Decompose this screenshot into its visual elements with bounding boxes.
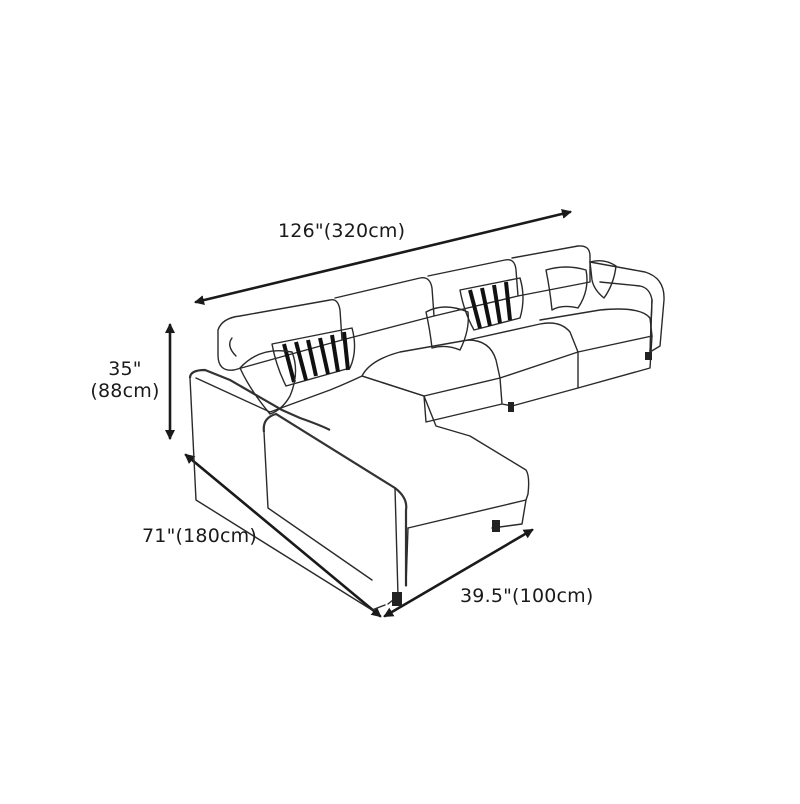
throw-pillow-3 bbox=[545, 266, 588, 311]
throw-pillow-2 bbox=[425, 306, 470, 351]
right-arm bbox=[589, 261, 665, 353]
length-label: 126"(320cm) bbox=[278, 220, 406, 242]
chaise bbox=[188, 368, 530, 611]
chaise-width-label: 39.5"(100cm) bbox=[460, 585, 594, 607]
chaise-length-label: 71"(180cm) bbox=[142, 525, 257, 547]
height-label-inches: 35" bbox=[108, 358, 142, 380]
seat-cushions bbox=[361, 308, 653, 423]
chaise-length-arrow bbox=[184, 453, 382, 618]
height-label: 35" (88cm) bbox=[80, 358, 170, 402]
striped-pillow-left bbox=[271, 327, 356, 387]
chaise-width-arrow bbox=[383, 528, 534, 618]
throw-pillow-1 bbox=[239, 350, 297, 415]
height-label-cm: (88cm) bbox=[90, 380, 160, 402]
back-cushions bbox=[217, 245, 591, 371]
throw-pillow-4 bbox=[589, 259, 617, 299]
striped-pillow-right bbox=[459, 277, 524, 331]
length-arrow bbox=[194, 209, 572, 305]
